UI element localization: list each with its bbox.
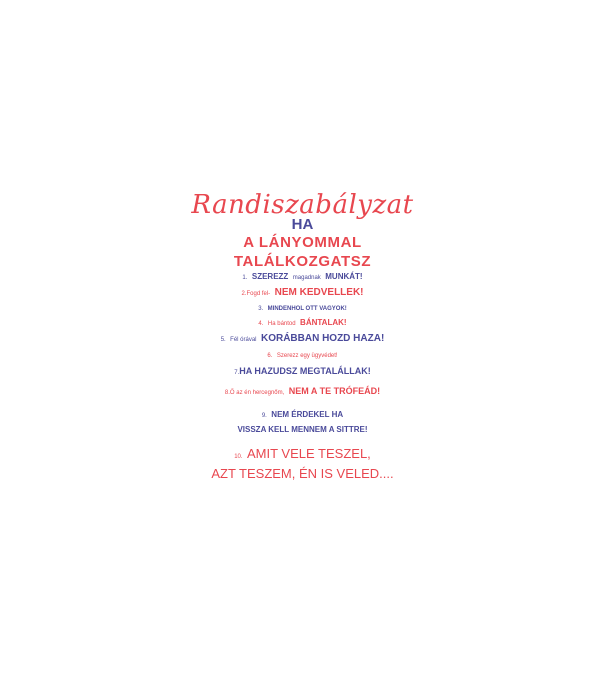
rule-text: SZEREZZ xyxy=(251,272,289,281)
rule-number: 7. xyxy=(234,370,240,376)
rule-9: 9. NEM ÉRDEKEL HA VISSZA KELL MENNEM A S… xyxy=(0,407,605,436)
rule-text: MINDENHOL OTT VAGYOK! xyxy=(267,306,347,312)
rule-text: HA HAZUDSZ MEGTALÁLLAK! xyxy=(239,366,371,376)
rule-number: 8. xyxy=(224,390,230,396)
header-line-2: A LÁNYOMMAL xyxy=(243,234,362,251)
header-line-3: TALÁLKOZGATSZ xyxy=(233,253,372,270)
rule-text: Ha bántod xyxy=(267,321,296,327)
rule-9-line-1: 9. NEM ÉRDEKEL HA xyxy=(0,407,605,422)
rule-4: 4. Ha bántod BÁNTALAK! xyxy=(0,315,605,330)
rule-number: 10. xyxy=(234,454,243,460)
rule-text: KORÁBBAN HOZD HAZA! xyxy=(260,333,385,344)
rule-3: 3. MINDENHOL OTT VAGYOK! xyxy=(0,300,605,315)
rule-text: Ő az én hercegnőm, xyxy=(229,390,285,396)
rule-9-line-2: VISSZA KELL MENNEM A SITTRE! xyxy=(0,422,605,436)
rule-text: VISSZA KELL MENNEM A SITTRE! xyxy=(237,425,368,434)
rule-number: 2. xyxy=(241,291,247,297)
rule-8: 8.Ő az én hercegnőm, NEM A TE TRÓFEÁD! xyxy=(0,384,605,399)
rule-number: 1. xyxy=(242,275,248,281)
rule-6: 6. Szerezz egy ügyvédet! xyxy=(0,347,605,362)
rule-text: NEM ÉRDEKEL HA xyxy=(271,410,344,419)
rule-text: AMIT VELE TESZEL, xyxy=(247,446,371,461)
header-line-1: HA xyxy=(291,216,314,233)
rule-text: Szerezz egy ügyvédet! xyxy=(276,353,338,359)
rule-2: 2.Fogd fel- NEM KEDVELLEK! xyxy=(0,285,605,300)
rule-text: NEM KEDVELLEK! xyxy=(274,287,364,298)
rule-10-line-1: 10. AMIT VELE TESZEL, xyxy=(0,446,605,465)
rule-text: Fogd fel- xyxy=(246,291,271,297)
rule-number: 6. xyxy=(267,353,273,359)
rule-text: Fél órával xyxy=(230,337,257,343)
rule-number: 3. xyxy=(258,306,264,312)
rule-10-line-2: AZT TESZEM, ÉN IS VELED.... xyxy=(0,465,605,482)
rule-number: 5. xyxy=(220,337,226,343)
rule-text: NEM A TE TRÓFEÁD! xyxy=(288,386,381,396)
rule-number: 9. xyxy=(261,413,267,419)
rule-text: AZT TESZEM, ÉN IS VELED.... xyxy=(211,466,394,481)
rule-7: 7.HA HAZUDSZ MEGTALÁLLAK! xyxy=(0,364,605,379)
poster: Randiszabályzat HA A LÁNYOMMAL TALÁLKOZG… xyxy=(0,190,605,482)
rule-5: 5. Fél órával KORÁBBAN HOZD HAZA! xyxy=(0,331,605,346)
poster-title: Randiszabályzat xyxy=(191,190,414,220)
rule-text: magadnak xyxy=(292,275,321,281)
rule-number: 4. xyxy=(258,321,264,327)
rule-1: 1. SZEREZZ magadnak MUNKÁT! xyxy=(0,269,605,284)
rule-10: 10. AMIT VELE TESZEL, AZT TESZEM, ÉN IS … xyxy=(0,446,605,482)
rule-text: BÁNTALAK! xyxy=(300,318,347,327)
rule-text: MUNKÁT! xyxy=(325,272,363,281)
